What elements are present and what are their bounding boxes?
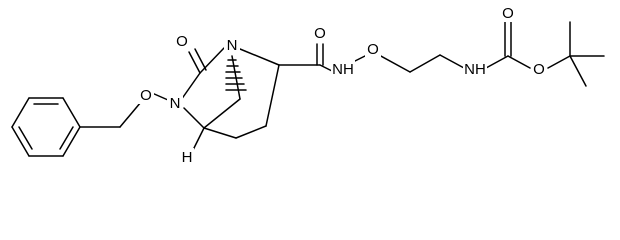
o-ch2-bond	[378, 54, 411, 73]
ring-bond	[235, 125, 267, 139]
benzene-double-bond	[59, 126, 74, 150]
hashed-wedge-bond	[225, 59, 247, 91]
ch2-ch2-bond	[409, 54, 441, 73]
hydroxylamine-oxygen-label: O	[367, 41, 379, 58]
benzene-bond	[11, 126, 30, 157]
tbu-methyl-bond	[569, 55, 587, 87]
ring-bond	[265, 64, 280, 127]
ring-bond	[180, 72, 201, 101]
ch2-nh-bond	[439, 54, 465, 69]
benzene-double-bond	[18, 126, 33, 150]
ring-nitrogen-label: N	[170, 95, 181, 112]
bridge-bond	[203, 98, 241, 129]
ring-bond	[203, 127, 237, 139]
benzene-bond	[11, 97, 30, 128]
ring-bond	[183, 107, 205, 129]
stereo-hydrogen-label: H	[182, 149, 193, 166]
ring-bond	[239, 48, 280, 66]
n-o-bond	[352, 54, 368, 63]
benzyl-ch2-o-bond	[119, 101, 142, 128]
bridge-nitrogen-label: N	[227, 37, 238, 54]
ring-carbonyl-bond	[188, 51, 201, 74]
nh-c-bond	[485, 55, 509, 69]
ring-bond	[199, 47, 225, 74]
carbamate-o-bond	[507, 55, 531, 69]
o-tbu-bond	[547, 55, 571, 69]
carbamate-nh-label: NH	[464, 61, 486, 78]
carbonyl-oxygen-label: O	[176, 33, 188, 50]
o-n-bond	[151, 92, 169, 101]
amide-oxygen-label: O	[314, 25, 326, 42]
molecule-drawing: O N N O H O NH O NH O O	[11, 4, 605, 166]
structure-diagram: O N N O H O NH O NH O O	[11, 4, 605, 166]
benzene-bond	[62, 126, 81, 157]
benzene-bond	[62, 97, 81, 128]
bonds	[11, 21, 605, 157]
amide-nh-label: NH	[332, 61, 354, 78]
amide-n-bond	[319, 64, 333, 72]
benzyloxy-oxygen-label: O	[140, 87, 152, 104]
atom-labels: O N N O H O NH O NH O O	[138, 4, 547, 166]
carbamate-ester-oxygen-label: O	[533, 61, 545, 78]
ring-carbonyl-bond	[194, 48, 207, 71]
carbamate-carbonyl-oxygen-label: O	[502, 5, 514, 22]
